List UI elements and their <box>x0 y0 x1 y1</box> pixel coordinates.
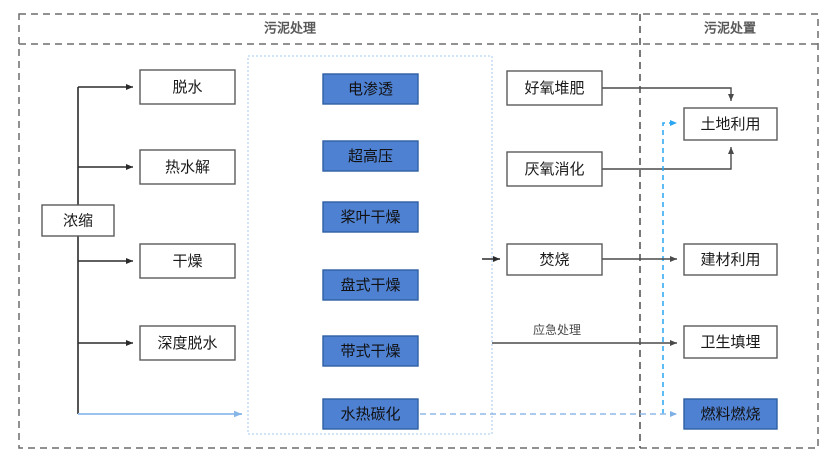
node-anaerobic-digestion[interactable]: 厌氧消化 <box>506 151 603 187</box>
node-deep-dewatering[interactable]: 深度脱水 <box>139 325 236 361</box>
node-paddle-drying-label: 桨叶干燥 <box>340 209 400 226</box>
zone-title-sludge-disposal: 污泥处置 <box>704 20 756 35</box>
link-hydrothermal-to-land-use <box>662 120 677 414</box>
node-electro-osmosis[interactable]: 电渗透 <box>322 73 419 105</box>
node-sanitary-landfill-label: 卫生填埋 <box>700 334 760 351</box>
node-building-material-use-label: 建材利用 <box>700 251 760 268</box>
node-drying[interactable]: 干燥 <box>139 243 236 279</box>
node-concentration[interactable]: 浓缩 <box>41 204 115 237</box>
link-aerobic-composting-to-land-use <box>602 87 734 101</box>
link-anaerobic-digestion-to-land-use <box>602 147 734 170</box>
node-deep-dewatering-label: 深度脱水 <box>157 335 217 352</box>
node-electro-osmosis-label: 电渗透 <box>348 81 393 98</box>
outer-frame <box>18 13 819 449</box>
node-fuel-combustion-label: 燃料燃烧 <box>700 405 760 423</box>
node-aerobic-composting-label: 好氧堆肥 <box>524 80 584 97</box>
node-concentration-label: 浓缩 <box>63 212 93 229</box>
node-drying-label: 干燥 <box>172 253 202 270</box>
node-aerobic-composting[interactable]: 好氧堆肥 <box>506 70 603 106</box>
node-dewatering[interactable]: 脱水 <box>139 69 236 105</box>
zone-title-sludge-treatment: 污泥处理 <box>264 20 316 35</box>
technology-group-container <box>247 55 493 435</box>
node-disc-drying[interactable]: 盘式干燥 <box>322 269 419 301</box>
node-dewatering-label: 脱水 <box>172 79 202 96</box>
edge-label-emergency-treatment: 应急处理 <box>533 322 581 337</box>
node-incineration[interactable]: 焚烧 <box>506 243 603 276</box>
node-ultra-high-pressure[interactable]: 超高压 <box>322 140 419 172</box>
node-thermal-hydrolysis-label: 热水解 <box>165 159 210 176</box>
node-belt-drying[interactable]: 带式干燥 <box>322 335 419 367</box>
node-disc-drying-label: 盘式干燥 <box>340 276 400 294</box>
node-paddle-drying[interactable]: 桨叶干燥 <box>322 201 419 233</box>
node-building-material-use[interactable]: 建材利用 <box>683 243 778 276</box>
node-incineration-label: 焚烧 <box>539 251 569 268</box>
node-ultra-high-pressure-label: 超高压 <box>348 148 393 165</box>
node-fuel-combustion[interactable]: 燃料燃烧 <box>683 398 778 430</box>
node-anaerobic-digestion-label: 厌氧消化 <box>524 161 584 178</box>
node-hydrothermal-carbonization[interactable]: 水热碳化 <box>322 398 419 430</box>
node-thermal-hydrolysis[interactable]: 热水解 <box>139 149 236 185</box>
node-land-use[interactable]: 土地利用 <box>683 107 778 141</box>
node-belt-drying-label: 带式干燥 <box>340 343 400 360</box>
node-land-use-label: 土地利用 <box>700 116 760 133</box>
node-sanitary-landfill[interactable]: 卫生填埋 <box>683 325 778 359</box>
node-hydrothermal-carbonization-label: 水热碳化 <box>340 406 400 423</box>
